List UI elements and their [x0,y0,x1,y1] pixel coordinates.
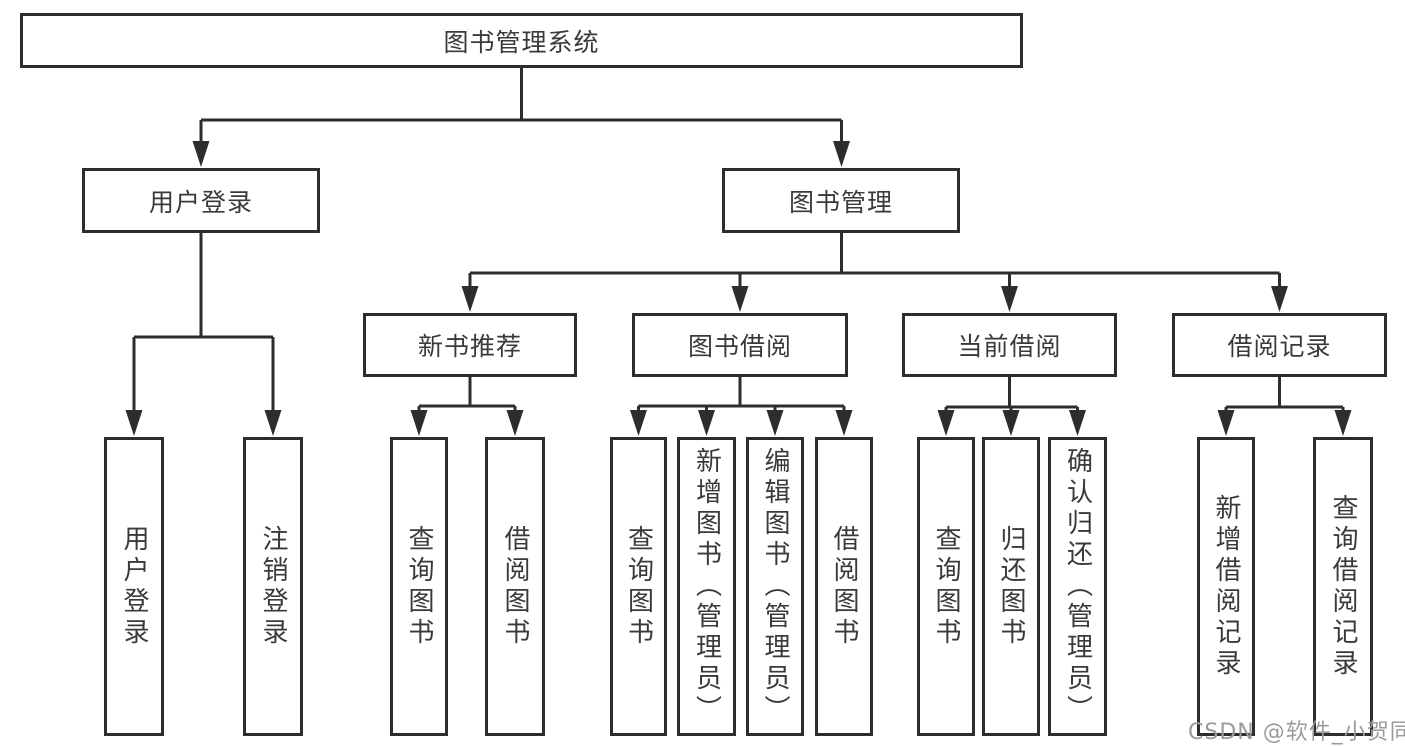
leaf-edit-books-admin: 编辑图书（管理员） [746,437,804,736]
node-label: 借阅图书 [829,524,859,649]
node-label: 查询借阅记录 [1328,493,1358,680]
node-borrowing-records: 借阅记录 [1172,313,1387,377]
node-library-management-system: 图书管理系统 [20,13,1023,68]
node-label: 确认归还（管理员） [1062,447,1093,726]
node-current-borrowing: 当前借阅 [902,313,1117,377]
node-label: 借阅图书 [500,524,530,649]
leaf-borrow-books: 借阅图书 [485,437,545,736]
node-label: 查询图书 [404,524,434,649]
node-label: 当前借阅 [957,332,1062,361]
node-new-book-recommendation: 新书推荐 [363,313,577,377]
leaf-borrow-books: 借阅图书 [815,437,873,736]
node-label: 用户登录 [148,187,253,217]
leaf-search-books: 查询图书 [610,437,667,736]
node-label: 图书借阅 [687,332,792,361]
node-label: 新书推荐 [417,332,522,361]
leaf-user-login: 用户登录 [104,437,164,736]
leaf-add-borrow-record: 新增借阅记录 [1197,437,1255,736]
node-label: 注销登录 [258,524,288,649]
leaf-return-books: 归还图书 [982,437,1040,736]
node-label: 新增借阅记录 [1211,493,1241,680]
leaf-search-books: 查询图书 [917,437,975,736]
node-label: 借阅记录 [1227,332,1332,361]
node-label: 归还图书 [996,524,1026,649]
node-label: 用户登录 [119,524,149,649]
node-book-borrowing: 图书借阅 [632,313,848,377]
leaf-confirm-return-admin: 确认归还（管理员） [1048,437,1107,736]
node-label: 查询图书 [623,524,654,649]
leaf-search-borrow-record: 查询借阅记录 [1313,437,1373,736]
node-book-management: 图书管理 [722,168,960,233]
leaf-search-books: 查询图书 [390,437,448,736]
node-user-login: 用户登录 [82,168,320,233]
node-label: 图书管理系统 [443,27,600,57]
node-label: 图书管理 [788,187,893,217]
leaf-logout: 注销登录 [243,437,303,736]
leaf-add-books-admin: 新增图书（管理员） [677,437,736,736]
watermark-text: CSDN @软件_小贺同学 [1188,720,1405,745]
node-label: 新增图书（管理员） [691,447,722,726]
node-label: 编辑图书（管理员） [760,447,790,726]
node-label: 查询图书 [931,524,961,649]
